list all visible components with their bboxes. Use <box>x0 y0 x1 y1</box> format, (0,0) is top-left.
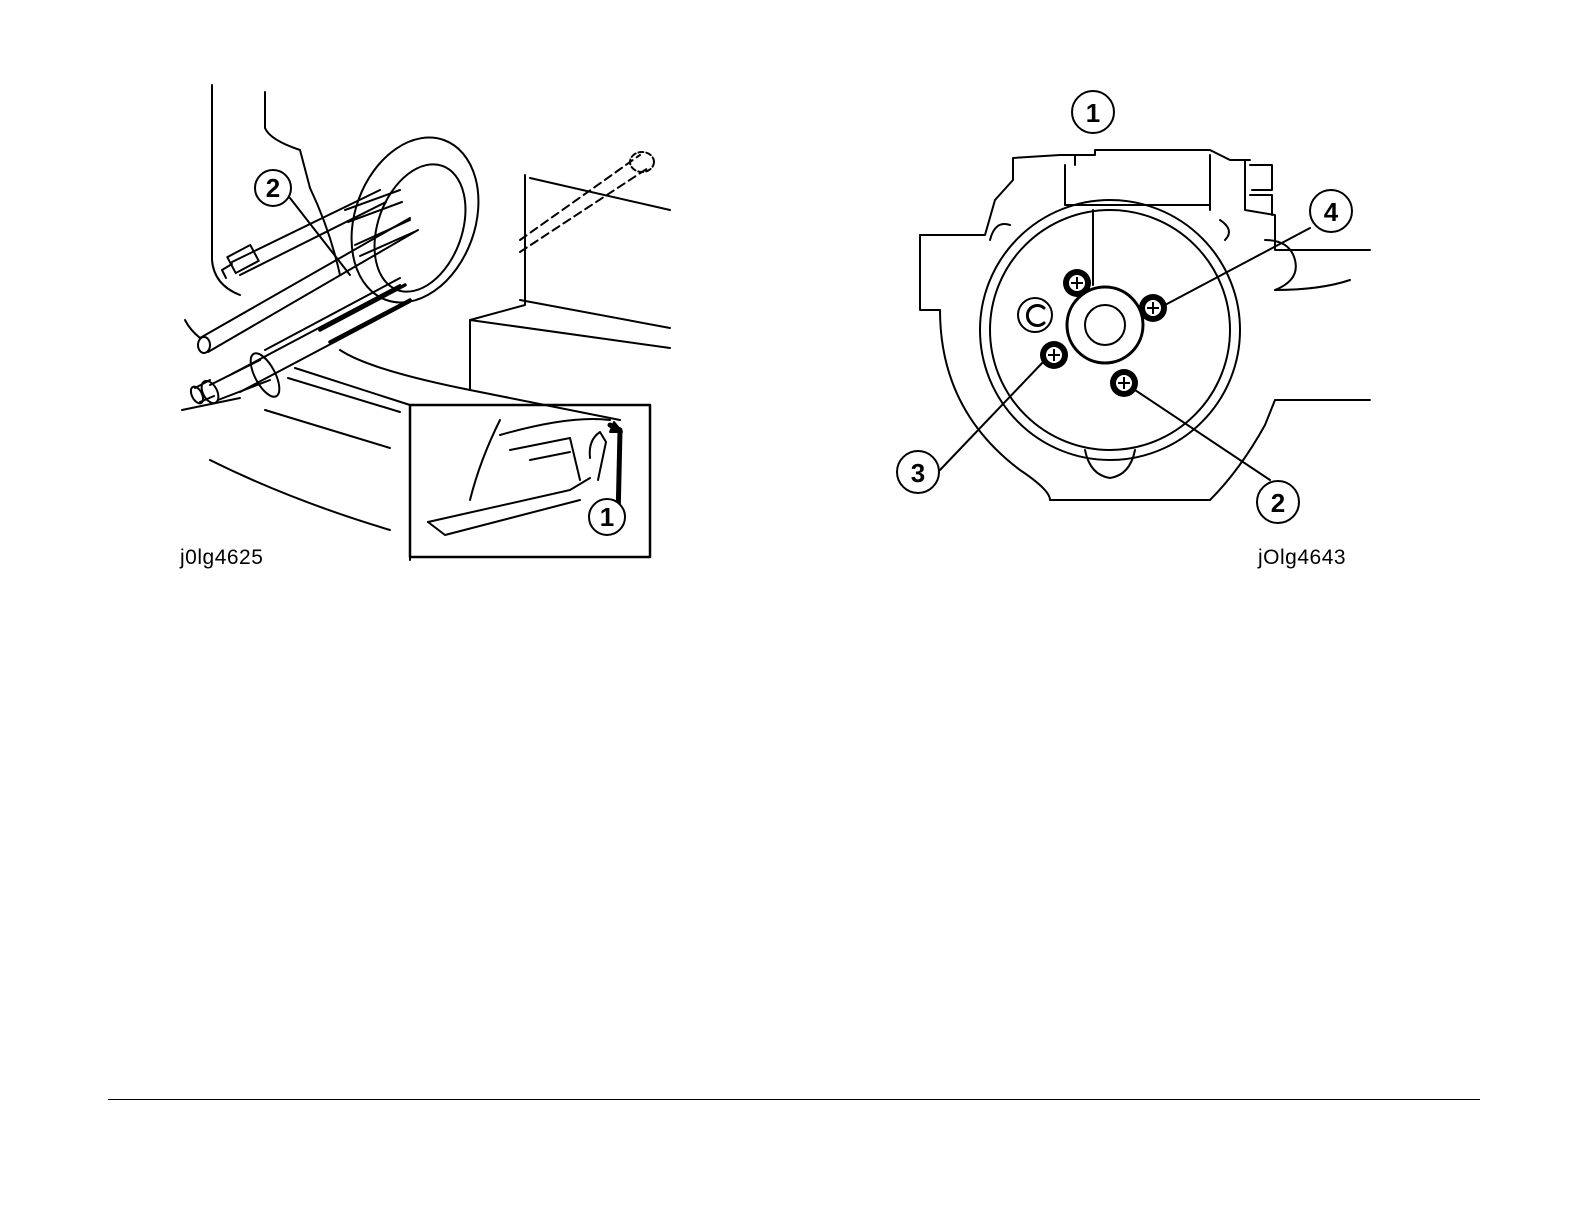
svg-text:3: 3 <box>911 458 925 488</box>
svg-text:1: 1 <box>1086 98 1100 128</box>
callout-2-right: 2 <box>1257 481 1299 523</box>
svg-text:4: 4 <box>1324 197 1339 227</box>
callout-3-right: 3 <box>897 451 939 493</box>
left-callouts: 2 1 <box>170 80 690 580</box>
callout-1-left: 1 <box>589 499 625 535</box>
figure-id-label: j0lg4625 <box>180 546 263 570</box>
svg-text:2: 2 <box>1271 488 1285 518</box>
svg-text:2: 2 <box>266 173 280 203</box>
right-callouts: 1 4 3 2 <box>880 80 1400 580</box>
footer-divider <box>108 1099 1480 1100</box>
figure-id-label: jOlg4643 <box>1258 546 1346 570</box>
figure-shaft-removal: 2 1 j0lg4625 <box>170 80 690 580</box>
svg-text:1: 1 <box>600 502 614 532</box>
figure-motor-plate: 1 4 3 2 jOlg4643 <box>880 80 1400 580</box>
callout-2-left: 2 <box>255 170 291 206</box>
callout-1-right: 1 <box>1072 91 1114 133</box>
callout-4-right: 4 <box>1310 190 1352 232</box>
